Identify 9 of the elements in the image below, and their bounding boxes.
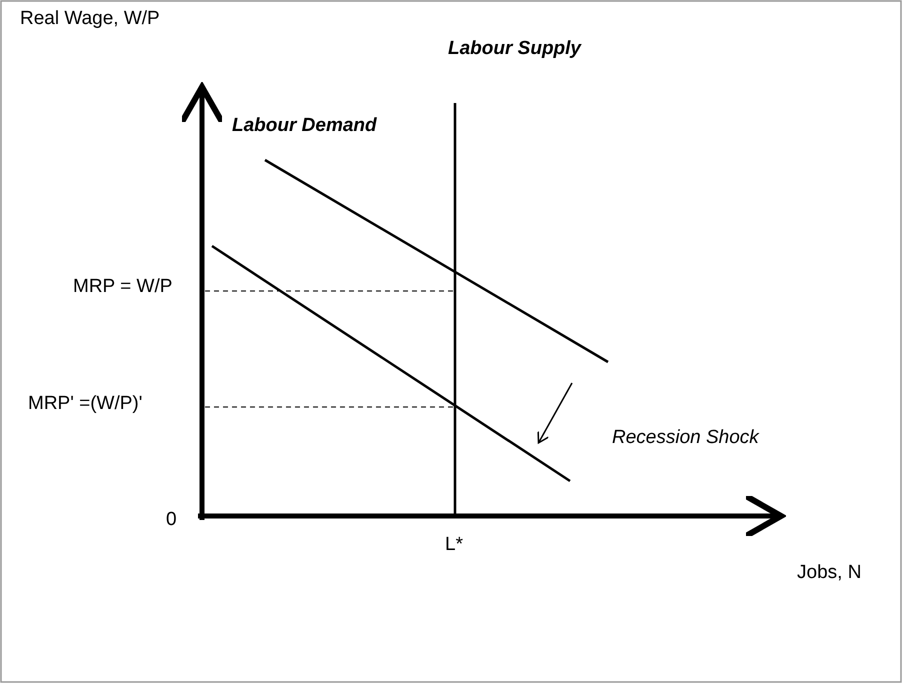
axis-title: Jobs, N	[797, 562, 862, 585]
value-label: MRP' =(W/P)'	[28, 393, 142, 416]
value-label: MRP = W/P	[73, 276, 172, 299]
origin-label: 0	[166, 509, 177, 532]
annotation-text: Recession Shock	[612, 427, 759, 450]
curve-label: Labour Demand	[232, 115, 377, 138]
axis-title: Real Wage, W/P	[20, 8, 160, 31]
curve-label: Labour Supply	[448, 38, 581, 61]
value-label: L*	[445, 534, 463, 557]
